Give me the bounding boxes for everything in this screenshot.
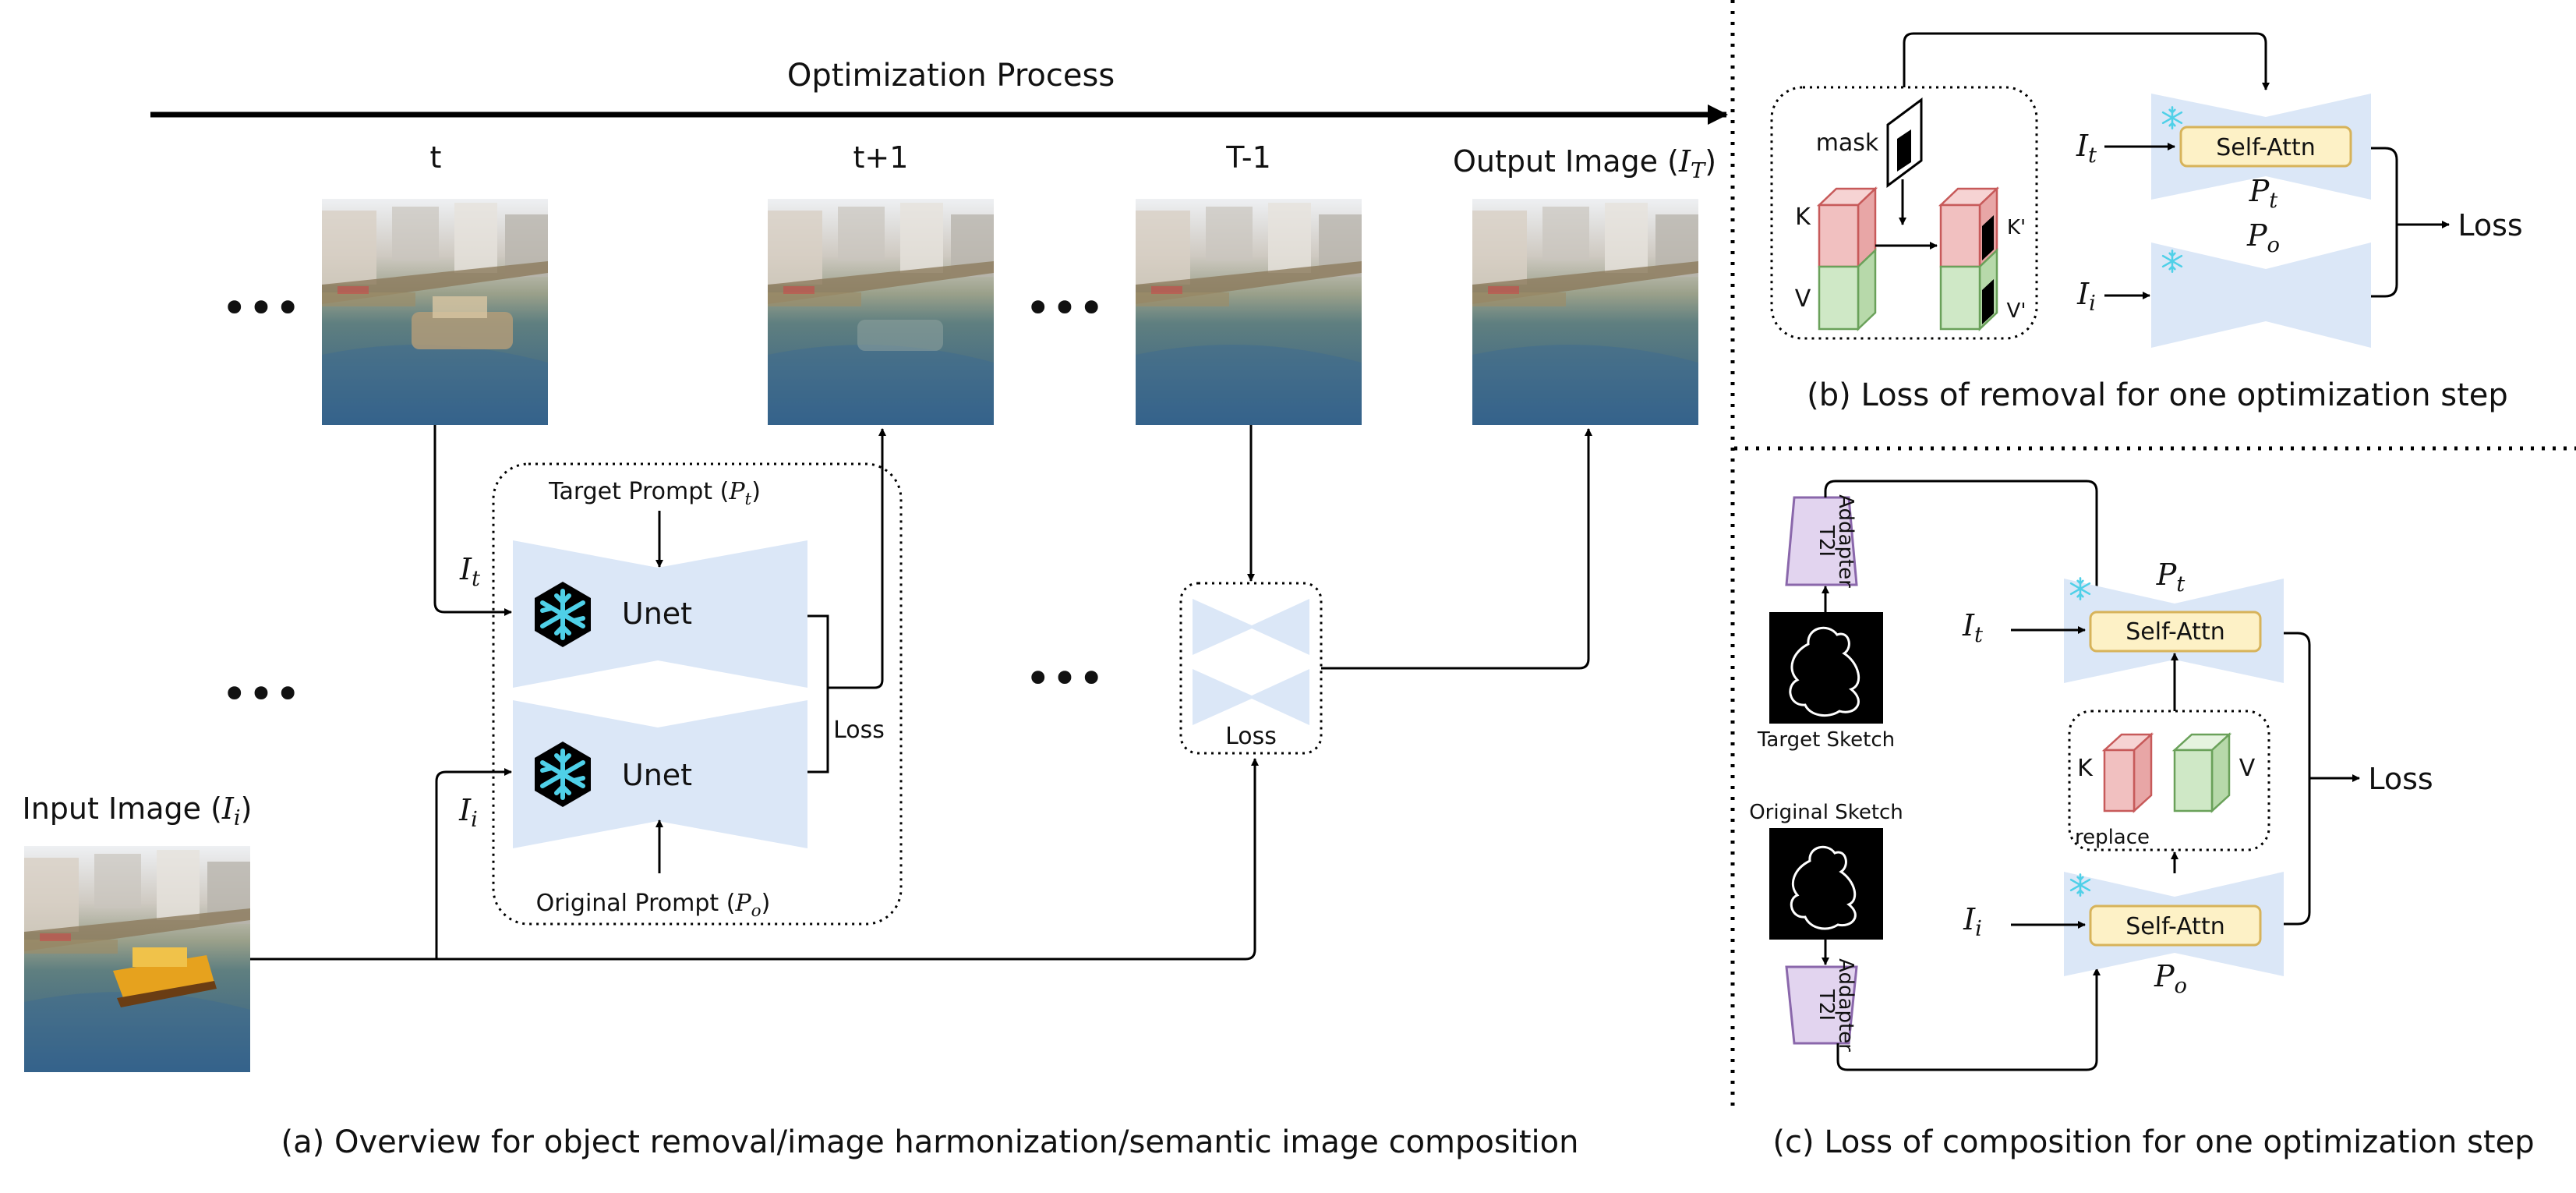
loss-box-label: Loss	[1225, 723, 1277, 750]
output-image-label: Output Image (IT)	[1453, 144, 1716, 183]
ellipsis-3: •••	[221, 667, 302, 720]
ii-label: Ii	[458, 793, 478, 832]
unet-shape-bottom	[2151, 242, 2371, 348]
original-sketch-label: Original Sketch	[1749, 801, 1903, 824]
caption-b: (b) Loss of removal for one optimization…	[1807, 377, 2508, 413]
image-T-1	[1136, 199, 1362, 425]
v-label: V	[1795, 285, 1811, 313]
loss-label: Loss	[833, 717, 885, 744]
pt-label-c: Pt	[2156, 558, 2186, 596]
ellipsis-4: •••	[1025, 652, 1105, 705]
input-image-label: Input Image (Ii)	[23, 791, 253, 830]
it-label-c: It	[1962, 608, 1984, 647]
ii-label-b: Ii	[2076, 277, 2096, 316]
k-cube	[2101, 732, 2154, 813]
v-prime-cube	[1939, 248, 1998, 331]
unet-original: Unet	[513, 700, 807, 848]
v-prime-label: V'	[2007, 299, 2027, 323]
po-label-c: Po	[2154, 959, 2187, 998]
t2i-label: T2I	[1815, 525, 1838, 557]
image-t1	[768, 199, 994, 425]
k-cube	[1816, 186, 1878, 269]
replace-box	[2068, 710, 2270, 851]
unet-label: Unet	[622, 758, 692, 792]
self-attn-box	[2089, 904, 2262, 947]
it-label-b: It	[2076, 129, 2097, 168]
ellipsis-1: •••	[221, 281, 302, 335]
unet-group-box	[492, 462, 903, 926]
target-sketch-label: Target Sketch	[1757, 728, 1895, 752]
unet-label: Unet	[622, 596, 692, 631]
panel-c: T2I Addapter Target Sketch Original Sket…	[1749, 480, 2535, 1160]
self-attn-label: Self-Attn	[2216, 134, 2315, 161]
t2i-label: T2I	[1815, 989, 1838, 1021]
self-attn-label: Self-Attn	[2125, 618, 2224, 646]
step-label-T-1: T-1	[1225, 140, 1271, 175]
v-label-c: V	[2239, 755, 2256, 782]
k-label-c: K	[2077, 755, 2094, 782]
self-attn-box	[2089, 611, 2262, 653]
loss-label-b: Loss	[2458, 208, 2522, 242]
caption-a: (a) Overview for object removal/image ha…	[281, 1124, 1579, 1160]
adapter-label: Addapter	[1834, 494, 1857, 588]
po-label-b: Po	[2246, 218, 2280, 257]
panel-b: mask K V K' V'	[1770, 32, 2523, 413]
target-sketch	[1769, 612, 1883, 724]
t2i-adapter-top	[1785, 496, 1858, 586]
self-attn-label: Self-Attn	[2125, 913, 2224, 940]
optimization-label: Optimization Process	[787, 58, 1115, 94]
loss-label-c: Loss	[2368, 762, 2433, 796]
target-prompt-label: Target Prompt (Pt)	[548, 478, 761, 509]
adapter-label: Addapter	[1834, 958, 1857, 1052]
k-prime-cube	[1938, 186, 2000, 269]
step-label-t1: t+1	[853, 140, 909, 175]
self-attn-box	[2179, 126, 2352, 168]
input-image	[24, 846, 250, 1072]
original-sketch	[1769, 828, 1883, 940]
pt-label-b: Pt	[2249, 174, 2279, 213]
kv-mask-box	[1770, 86, 2038, 340]
t2i-adapter-bottom	[1785, 965, 1858, 1045]
image-t	[322, 199, 548, 425]
step-label-t: t	[430, 140, 442, 175]
v-cube	[1818, 248, 1877, 331]
caption-c: (c) Loss of composition for one optimiza…	[1772, 1124, 2534, 1160]
k-prime-label: K'	[2007, 216, 2026, 239]
ellipsis-2: •••	[1025, 281, 1105, 335]
it-label: It	[459, 552, 481, 591]
mask-label: mask	[1816, 129, 1879, 157]
unet-target: Unet	[513, 540, 807, 688]
output-image	[1472, 199, 1698, 425]
ii-label-c: Ii	[1963, 902, 1982, 941]
k-label: K	[1795, 204, 1811, 231]
replace-label: replace	[2075, 826, 2150, 849]
original-prompt-label: Original Prompt (Po)	[536, 890, 771, 921]
v-cube	[2171, 732, 2232, 813]
panel-a: Optimization Process t t+1 T-1 Output Im…	[23, 58, 1728, 1160]
